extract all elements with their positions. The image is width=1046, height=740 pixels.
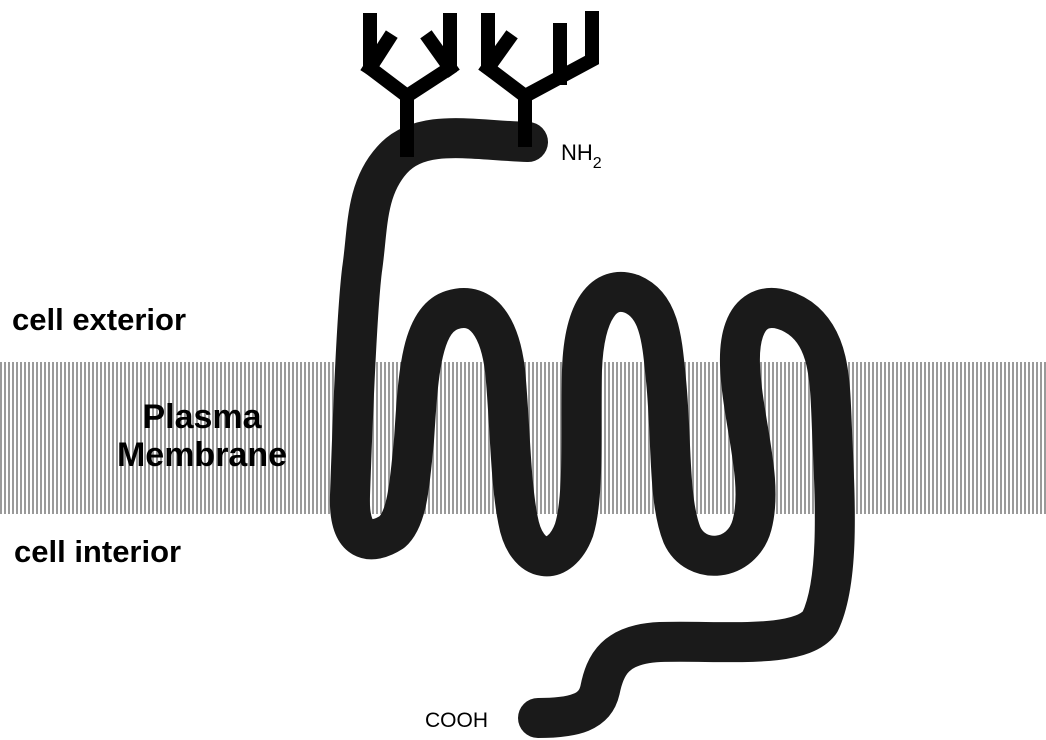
cell-exterior-label: cell exterior <box>12 302 186 338</box>
protein-chain <box>350 138 835 718</box>
membrane-label-line2: Membrane <box>104 436 300 474</box>
n-terminus-subscript: 2 <box>593 155 602 172</box>
cell-interior-label: cell interior <box>14 534 181 570</box>
c-terminus-label: COOH <box>425 709 488 733</box>
n-terminus-label: NH2 <box>561 140 602 166</box>
membrane-label-line1: Plasma <box>104 398 300 436</box>
plasma-membrane-label: Plasma Membrane <box>104 398 300 474</box>
n-terminus-text: NH <box>561 140 593 165</box>
